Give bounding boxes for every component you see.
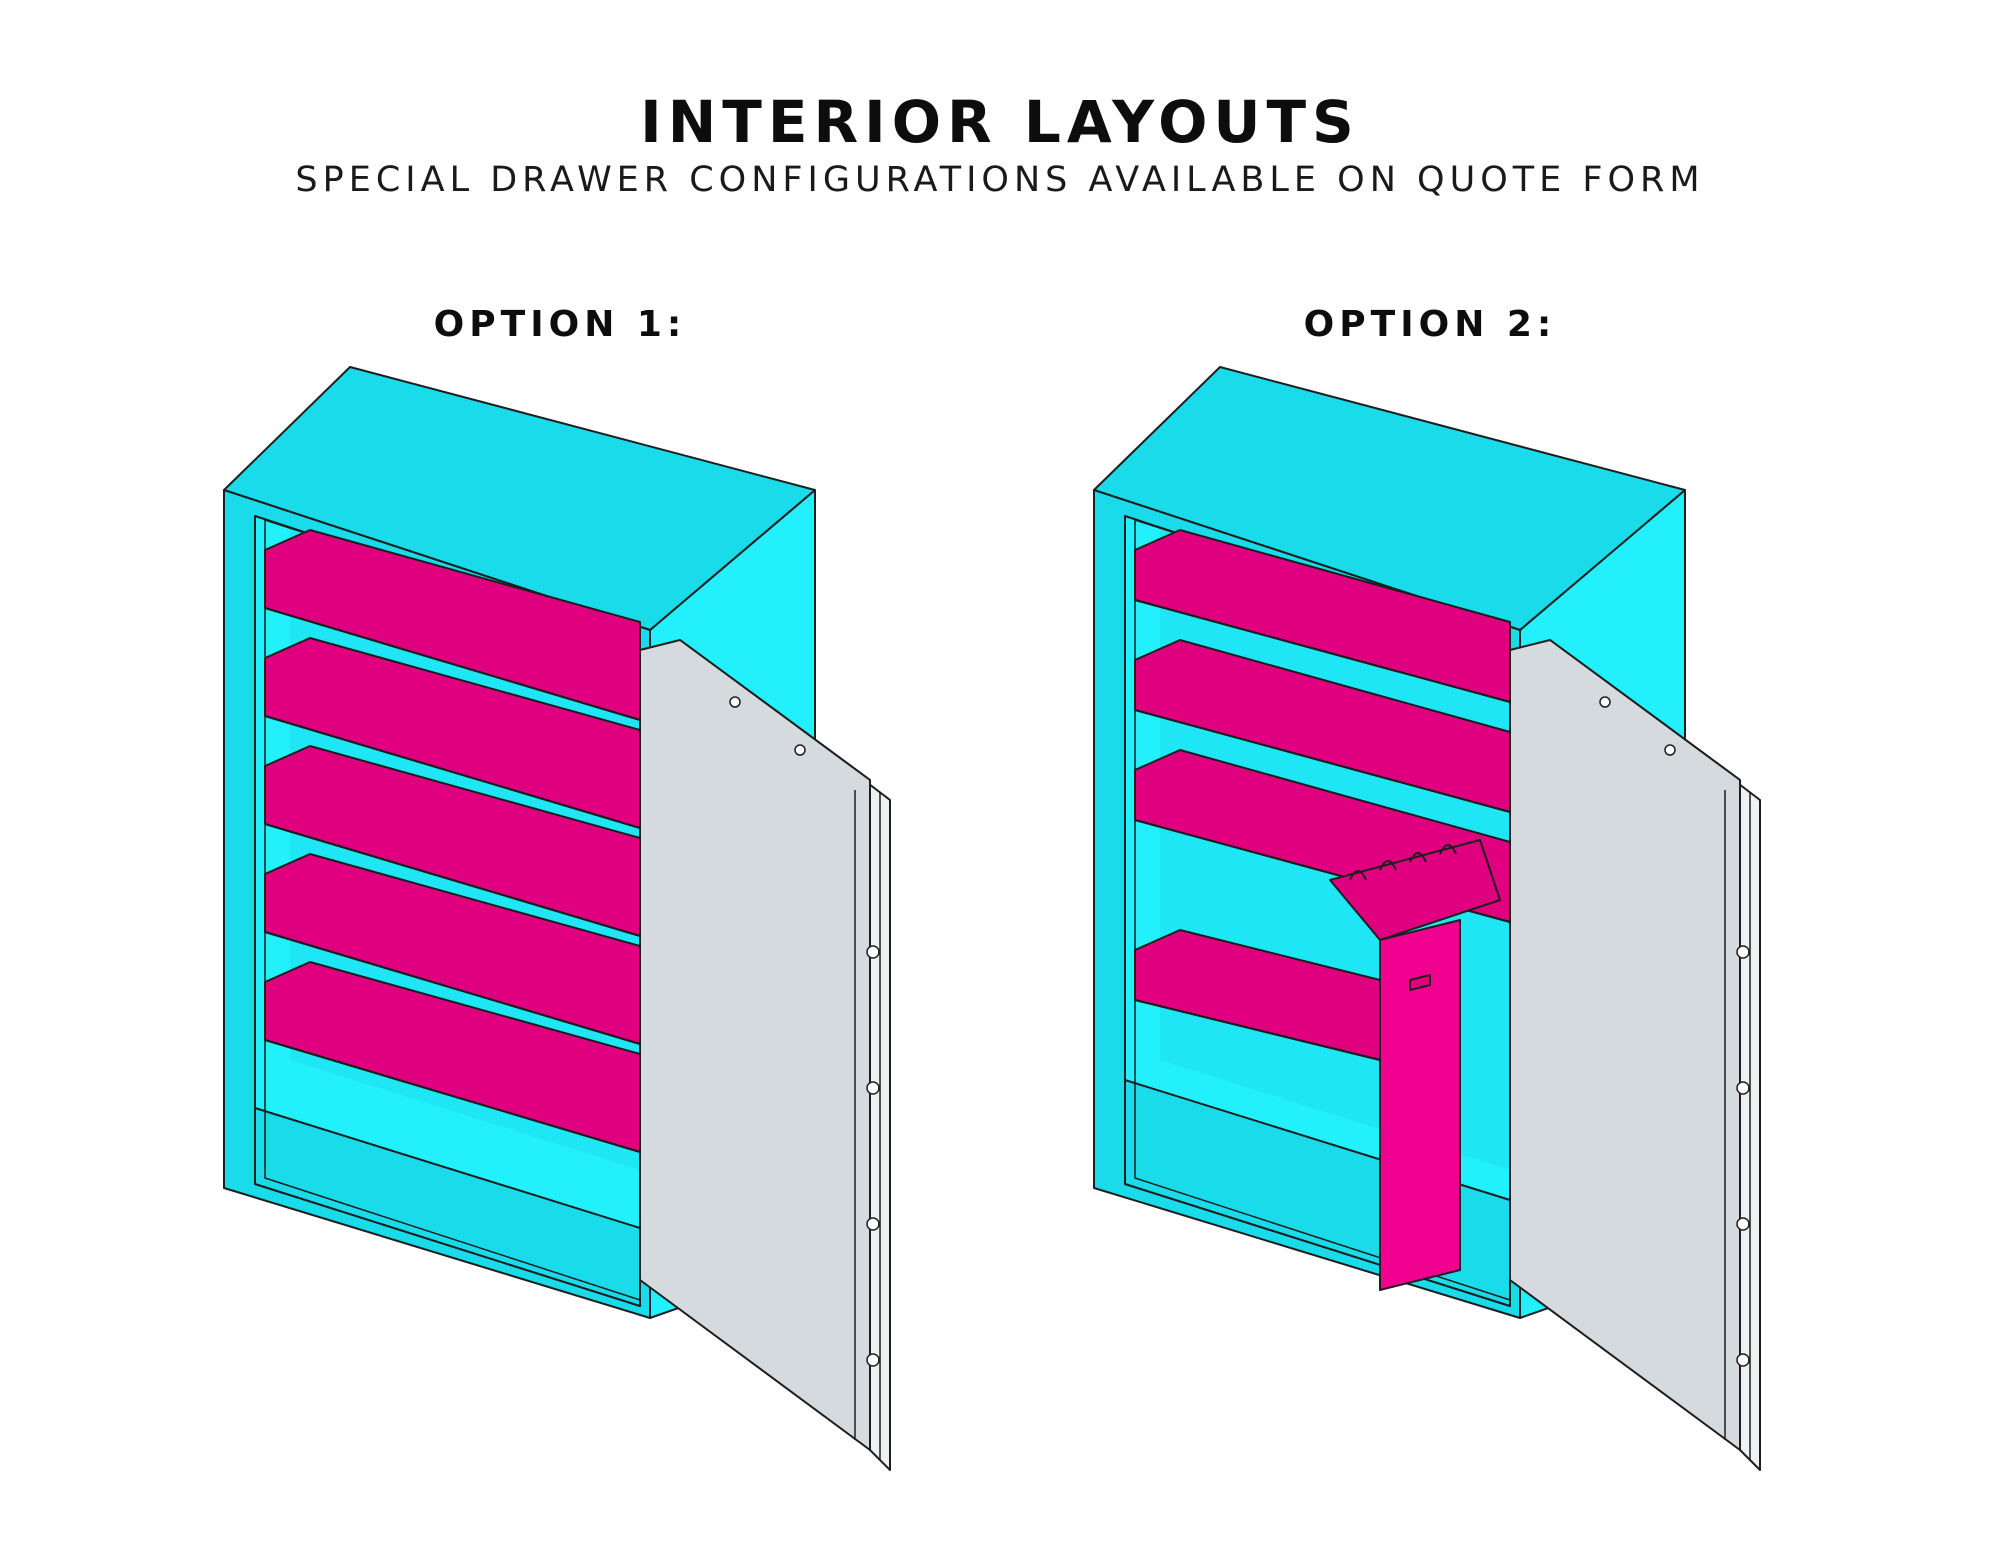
door-hinge [794,744,806,756]
page-subtitle: SPECIAL DRAWER CONFIGURATIONS AVAILABLE … [295,160,1705,200]
door-bolt [866,1353,880,1367]
door-bolt [1736,1081,1750,1095]
door-bolt [866,945,880,959]
barrel-rest-notches [1349,844,1457,881]
barrel-rest [1329,839,1501,941]
door-panel [639,639,871,1451]
door-bolt [866,1081,880,1095]
vertical-partition [1379,919,1461,1291]
option-2-label: OPTION 2: [1303,304,1557,345]
page-title: INTERIOR LAYOUTS [640,88,1360,156]
option-1-cabinet-illustration [223,366,891,1471]
door-bolt [1736,1217,1750,1231]
door-hinge [1664,744,1676,756]
door-bolt [1736,945,1750,959]
option-2-cabinet-illustration [1093,366,1761,1471]
door-panel [1509,639,1741,1451]
gun-butt-rest [1409,974,1431,991]
door-bolt [1736,1353,1750,1367]
door-bolt [866,1217,880,1231]
door-hinge [1599,696,1611,708]
cabinet-floor [254,1107,641,1307]
door-hinge [729,696,741,708]
option-1-label: OPTION 1: [433,304,687,345]
